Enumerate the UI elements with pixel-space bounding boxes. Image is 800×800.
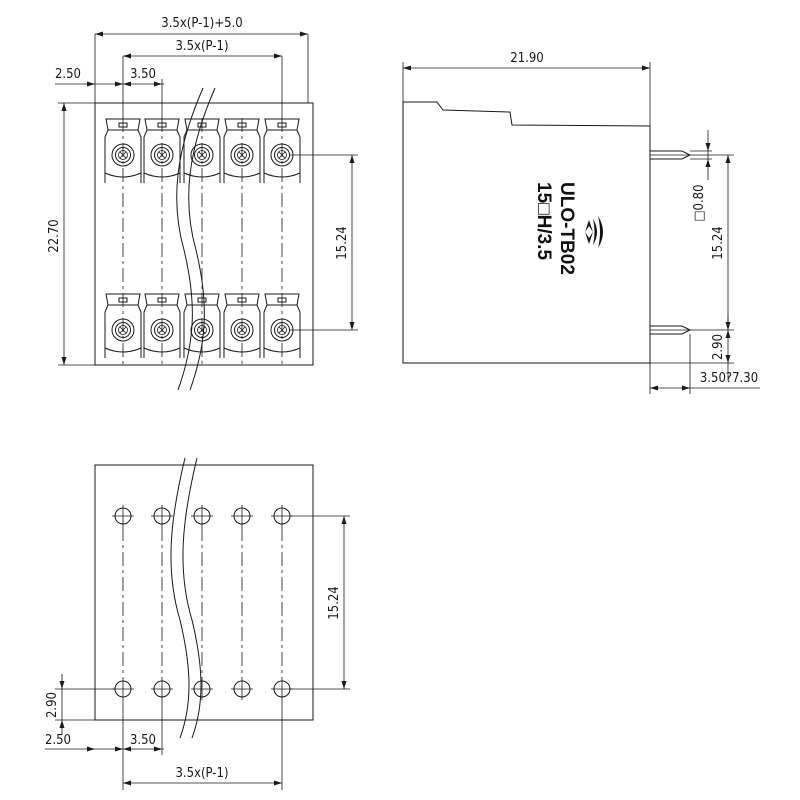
side-view-body bbox=[402, 101, 651, 364]
dim-pcb-edge-pitch: 2.50 3.50 bbox=[45, 700, 164, 790]
dim-side-pin-length-label: 3.50?7.30 bbox=[700, 371, 758, 386]
pcb-hole bbox=[151, 678, 173, 700]
dim-pcb-row-offset-label: 2.90 bbox=[45, 692, 60, 718]
dim-front-pitch-label: 3.50 bbox=[130, 67, 156, 82]
dim-side-pin-size: □0.80 bbox=[690, 130, 712, 222]
dim-front-top-overall: 3.5x(P-1)+5.0 bbox=[94, 16, 309, 103]
dim-pcb-pitch-span-label: 3.5x(P-1) bbox=[175, 766, 228, 781]
dim-pcb-edge-offset-label: 2.50 bbox=[45, 733, 71, 748]
dim-pcb-row-spacing-label: 15.24 bbox=[327, 586, 342, 619]
dim-front-top-overall-label: 3.5x(P-1)+5.0 bbox=[161, 16, 242, 31]
dim-pcb-pitch-label: 3.50 bbox=[130, 733, 156, 748]
side-pins bbox=[650, 150, 692, 335]
dim-side-pin-offset: 2.90 bbox=[650, 315, 734, 380]
pcb-hole bbox=[151, 505, 173, 527]
series-code-text: 15□H/3.5 bbox=[533, 182, 554, 260]
dim-side-pin-spacing: 15.24 bbox=[690, 154, 734, 331]
pcb-hole-rows bbox=[112, 505, 293, 700]
side-label: ULO-TB02 15□H/3.5 bbox=[533, 182, 603, 275]
dim-pcb-pitch-span: 3.5x(P-1) bbox=[123, 700, 283, 790]
pcb-hole bbox=[191, 505, 213, 527]
dim-front-edge-pitch: 2.50 3.50 bbox=[55, 67, 164, 118]
part-number-text: ULO-TB02 bbox=[556, 182, 577, 275]
dim-front-row-spacing: 15.24 bbox=[290, 154, 358, 331]
dim-front-row-spacing-label: 15.24 bbox=[335, 226, 350, 259]
pcb-hole bbox=[191, 678, 213, 700]
dim-front-height: 22.70 bbox=[47, 102, 95, 366]
brand-logo-icon bbox=[585, 216, 603, 248]
pcb-view-body bbox=[94, 464, 314, 721]
dim-pcb-row-offset: 2.90 bbox=[45, 674, 115, 735]
dim-side-depth-label: 21.90 bbox=[510, 51, 543, 66]
dim-pcb-row-spacing: 15.24 bbox=[290, 515, 350, 690]
dim-side-pin-length: 3.50?7.30 bbox=[649, 334, 760, 394]
front-break-lines bbox=[176, 87, 216, 391]
dim-side-pin-offset-label: 2.90 bbox=[711, 334, 726, 360]
side-view: 21.90 ULO-TB02 15□H/3.5 bbox=[402, 51, 760, 394]
dim-front-pitch-span-label: 3.5x(P-1) bbox=[175, 39, 228, 54]
dim-side-pin-spacing-label: 15.24 bbox=[711, 226, 726, 259]
dim-front-edge-offset-label: 2.50 bbox=[55, 67, 81, 82]
pcb-view: 15.24 2.90 2.50 3.50 bbox=[45, 457, 350, 790]
front-terminal-rows bbox=[104, 118, 301, 365]
dim-front-pitch-span: 3.5x(P-1) bbox=[122, 39, 283, 118]
dim-front-height-label: 22.70 bbox=[47, 219, 62, 252]
dim-side-depth: 21.90 bbox=[402, 51, 651, 126]
pcb-break-lines bbox=[170, 457, 202, 739]
dim-side-pin-size-label: □0.80 bbox=[692, 184, 707, 221]
pcb-hole bbox=[231, 505, 253, 527]
pcb-hole bbox=[112, 505, 134, 527]
pcb-hole bbox=[231, 678, 253, 700]
front-view: 3.5x(P-1)+5.0 3.5x(P-1) 2.50 3.50 bbox=[47, 16, 358, 391]
